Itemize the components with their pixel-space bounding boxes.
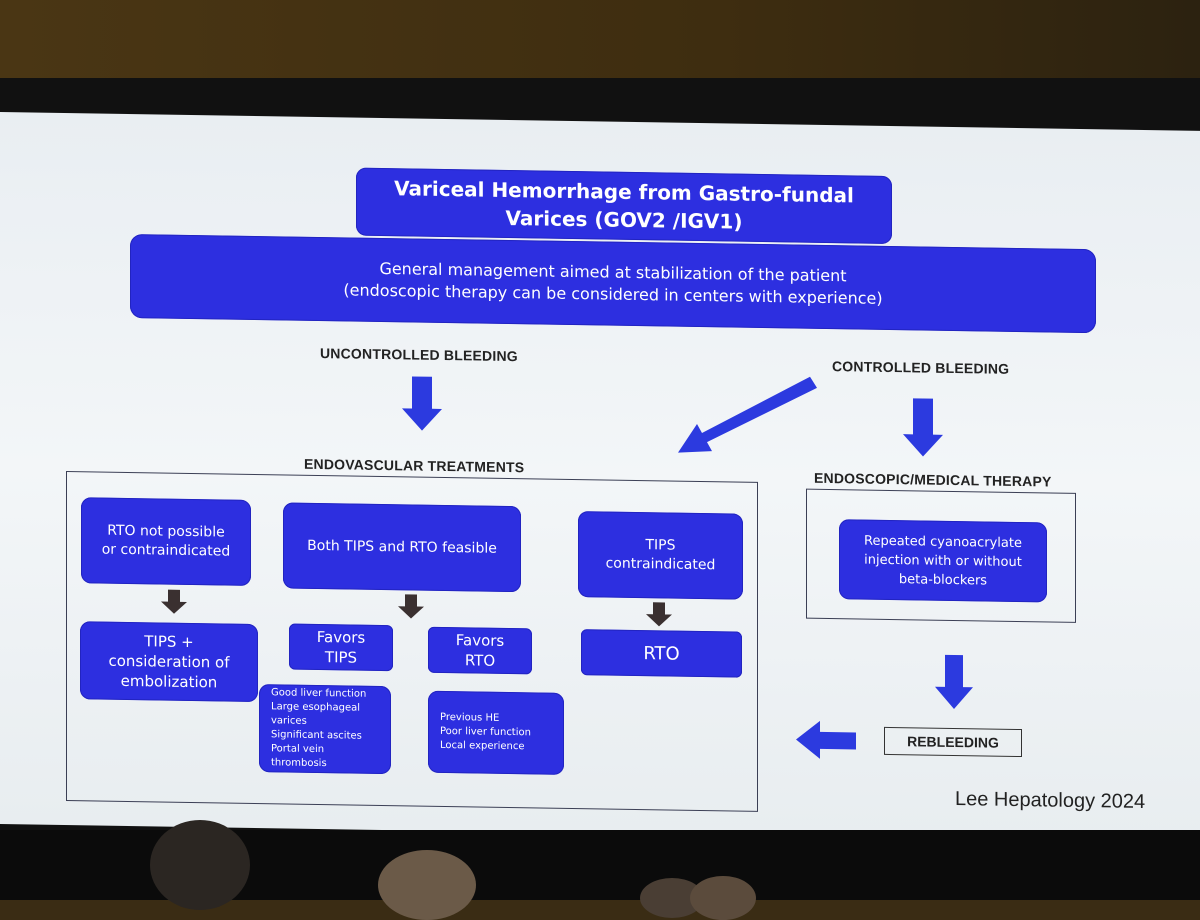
down-arrow-rebleeding <box>935 654 973 709</box>
small-arrow-rto-not-possible <box>161 589 187 614</box>
slide: Variceal Hemorrhage from Gastro-fundal V… <box>0 112 1200 843</box>
audience-head <box>378 850 476 920</box>
down-arrow-uncontrolled <box>402 376 442 431</box>
audience-head <box>150 820 250 910</box>
audience-head <box>690 876 756 920</box>
left-arrow-rebleeding <box>796 720 856 759</box>
audience-area <box>0 820 1200 920</box>
down-arrow-controlled <box>903 398 943 457</box>
arrows-layer <box>161 376 973 759</box>
small-arrow-both-feasible <box>398 594 424 619</box>
small-arrow-tips-contra <box>646 602 672 627</box>
diagonal-arrow-controlled-to-endovascular <box>678 376 817 453</box>
